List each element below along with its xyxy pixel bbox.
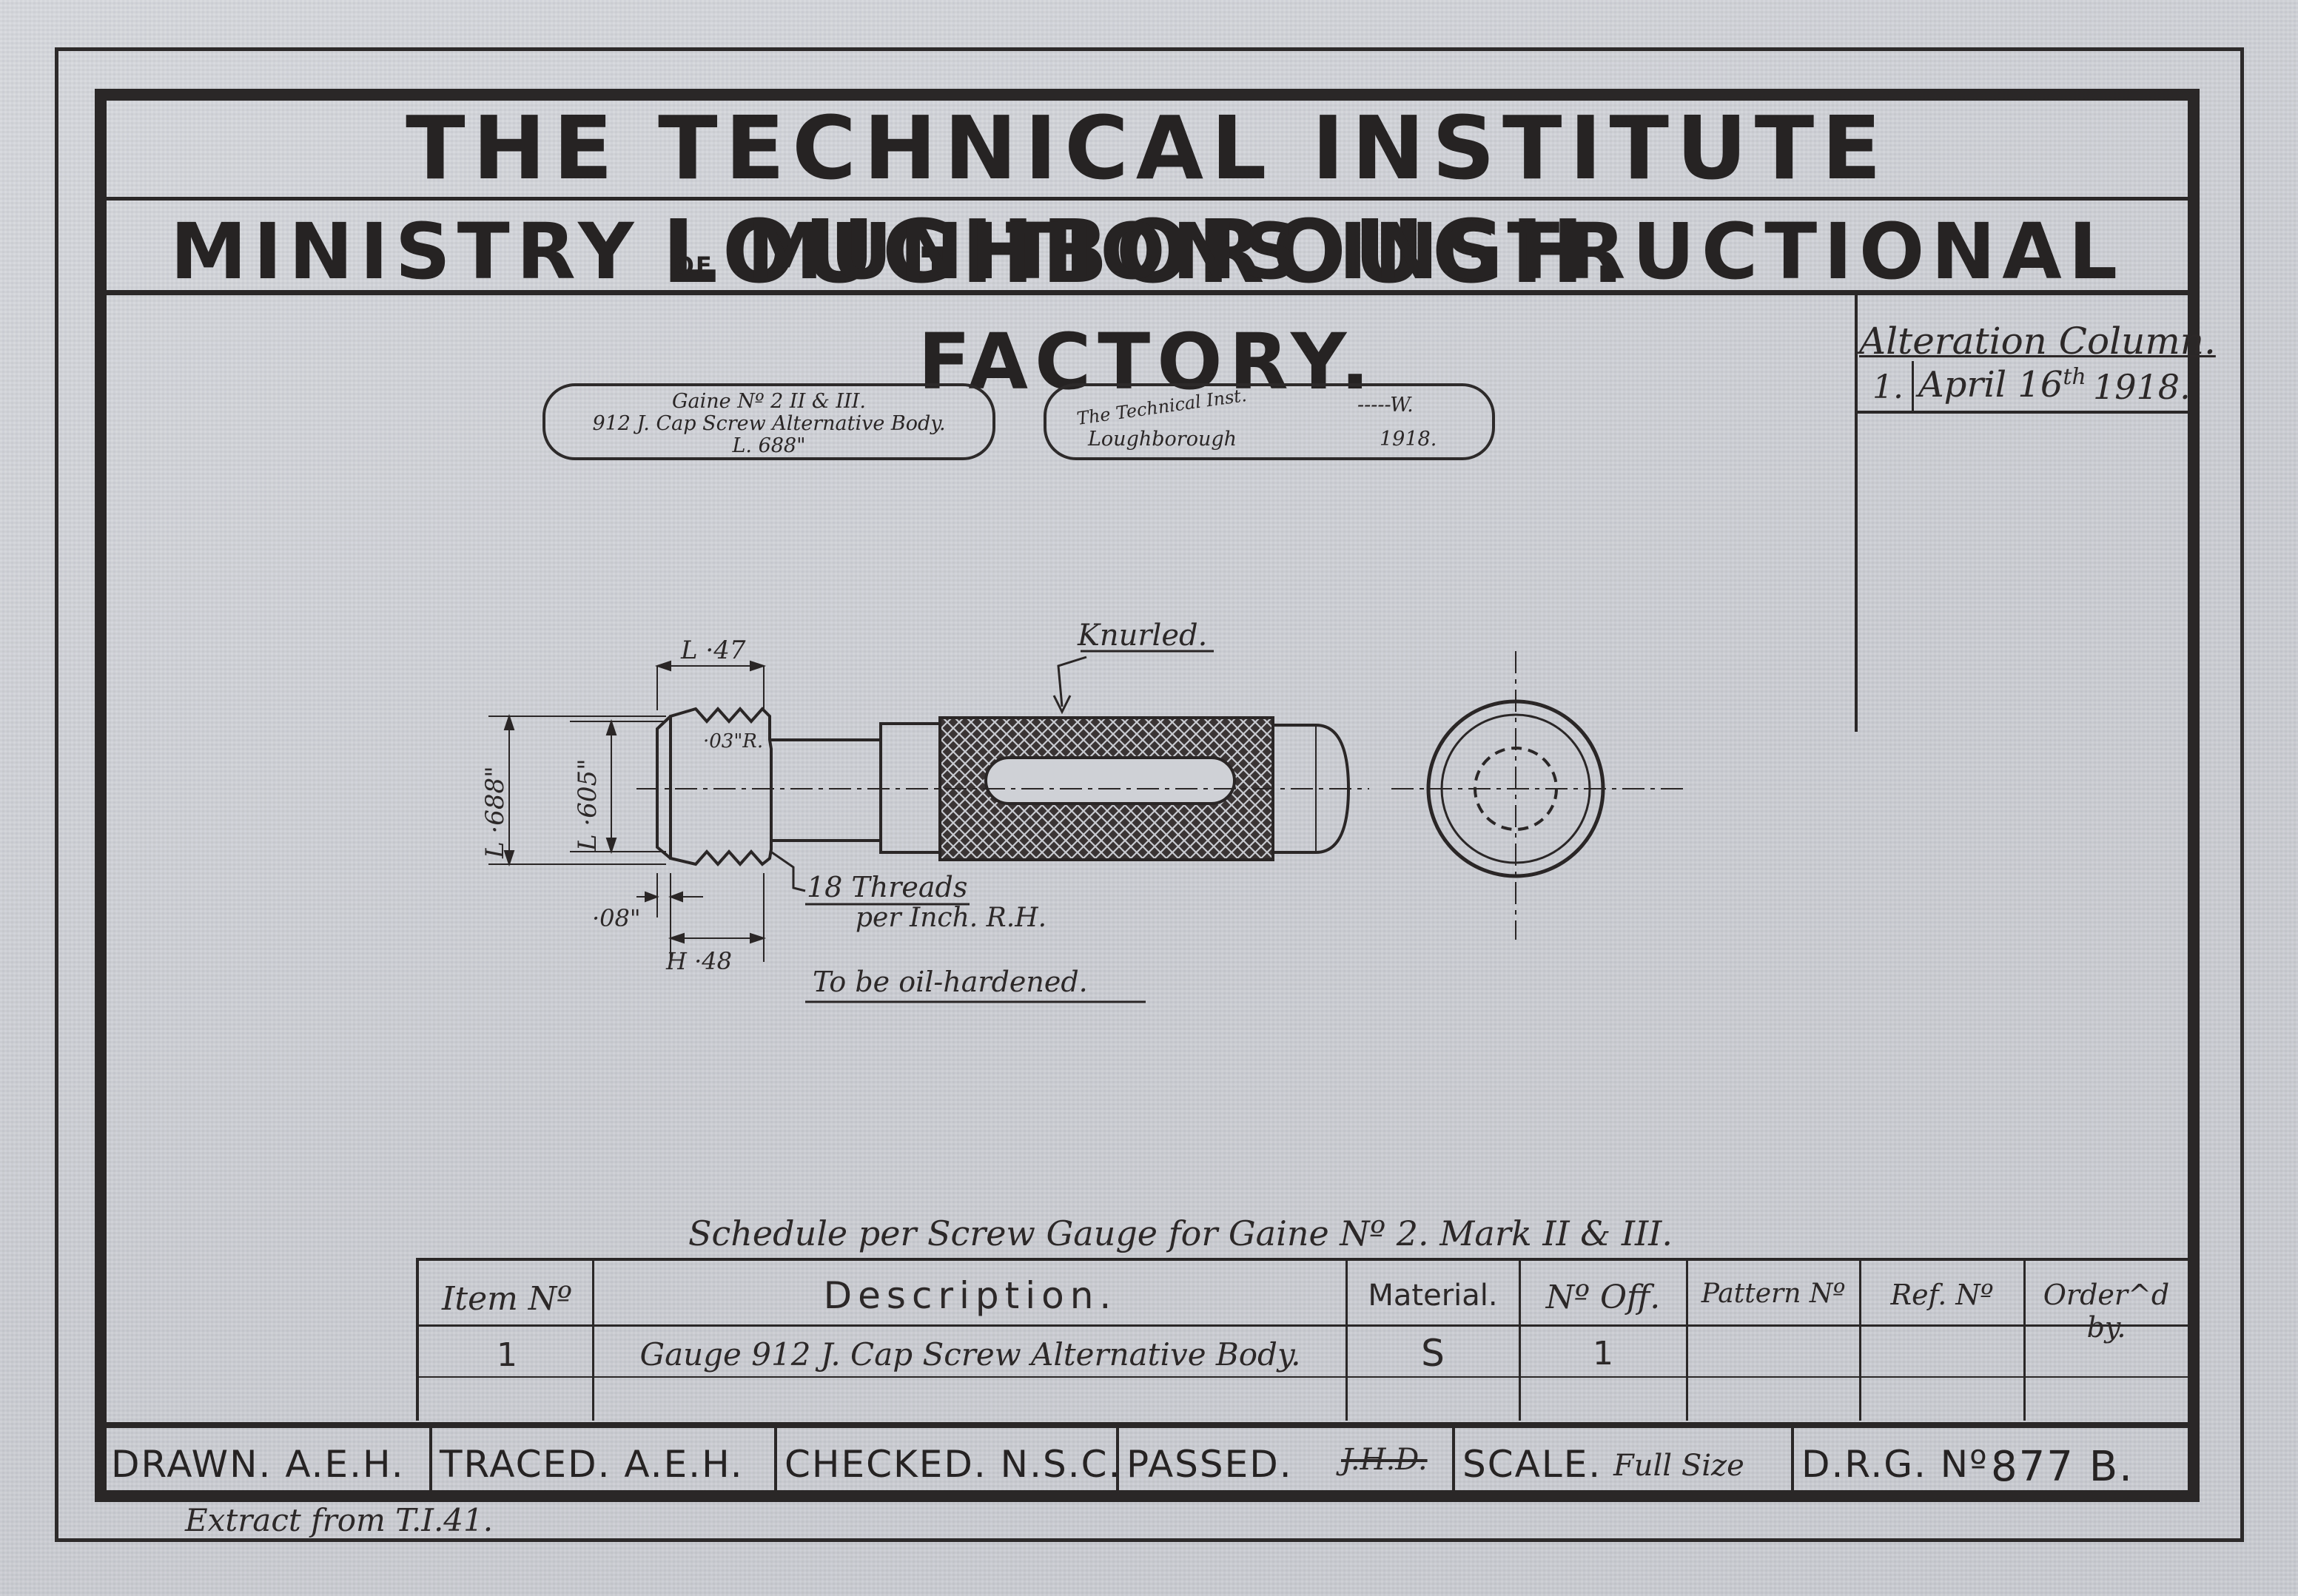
note-oil-hardened: To be oil-hardened. [813,966,1088,998]
schedule-row-off: 1 [1593,1335,1613,1373]
end-view-inner-circle [1440,713,1591,864]
header-divider-1 [107,197,2188,201]
footer-drg-number: 877 B. [1991,1443,2134,1491]
schedule-header-line [416,1324,2188,1327]
schedule-row-line [416,1376,2188,1378]
label-plate-maker-line2-right: 1918. [1380,428,1437,451]
dim-l47: L ·47 [680,636,746,665]
dim-l605: L ·605" [573,758,602,852]
dimension-lines [488,650,1214,1003]
schedule-row-item: 1 [497,1336,517,1374]
schedule-header-pattern: Pattern Nº [1701,1279,1846,1309]
extract-note: Extract from T.I.41. [185,1502,494,1538]
schedule-header-ordered: Order^d by. [2043,1279,2170,1344]
alteration-entry-date-sup: th [2063,364,2086,390]
dim-l688: L ·688" [480,766,510,859]
footer-col-2 [774,1428,777,1490]
schedule-title: Schedule per Screw Gauge for Gaine Nº 2.… [688,1213,1673,1253]
dim-03r: ·03"R. [703,730,763,752]
thread-profile [669,706,773,867]
schedule-top-line [416,1258,2188,1261]
footer-drawn: DRAWN. A.E.H. [111,1443,405,1486]
note-threads-1: 18 Threads [807,871,967,903]
schedule-header-description: Description. [823,1274,1118,1317]
title-munitions: MUNITIONS INSTRUCTIONAL FACTORY. [746,206,2125,407]
label-plate-maker: The Technical Inst. -----W. Loughborough… [1044,383,1495,460]
alteration-entry-year: 1918. [2093,367,2191,407]
end-view-hidden-circle [1474,747,1558,831]
schedule-header-off: Nº Off. [1545,1279,1661,1316]
label-plate-part-line3: L. 688" [732,434,806,457]
schedule-header-ref: Ref. Nº [1890,1279,1994,1311]
dim-08: ·08" [592,904,641,932]
schedule-col-3 [1519,1258,1521,1421]
label-plate-maker-line1-right: -----W. [1357,394,1414,417]
schedule-header-material: Material. [1368,1279,1498,1313]
alteration-entry-index: 1. [1872,368,1904,406]
alteration-entry-date: April 16th [1918,364,2086,405]
schedule-col-6 [2023,1258,2026,1421]
footer-col-3 [1116,1428,1119,1490]
footer-passed: PASSED. [1126,1443,1293,1486]
footer-col-5 [1791,1428,1794,1490]
title-of: OF [673,252,713,280]
footer-drg-label: D.R.G. Nº [1801,1443,1989,1486]
alteration-column-index-divider [1912,361,1914,413]
footer-passed-initials: J.H.D. [1341,1443,1428,1477]
dim-h48: H ·48 [665,947,732,975]
title-ministry: MINISTRY [169,206,641,297]
slot [984,756,1236,805]
note-threads-2: per Inch. R.H. [856,903,1046,933]
label-plate-part-line2: 912 J. Cap Screw Alternative Body. [592,412,946,435]
outer-border [55,47,2244,1542]
end-view-outer-circle [1426,699,1605,878]
inner-border [95,89,2200,1502]
alteration-column-left-line [1855,295,1858,732]
schedule-col-2 [1345,1258,1348,1421]
label-plate-part-line1: Gaine Nº 2 II & III. [671,390,867,413]
footer-top-line [107,1422,2188,1428]
end-view [1426,699,1605,878]
footer-scale-label: SCALE. [1462,1443,1602,1486]
footer-checked: CHECKED. N.S.C. [785,1443,1122,1486]
footer-traced: TRACED. A.E.H. [440,1443,744,1486]
thread-end-chamfer [656,715,672,860]
label-plate-part: Gaine Nº 2 II & III. 912 J. Cap Screw Al… [542,383,995,460]
schedule-row-material: S [1421,1332,1445,1375]
schedule-col-0 [416,1258,419,1421]
schedule-col-5 [1859,1258,1861,1421]
note-knurled: Knurled. [1077,619,1207,653]
footer-col-1 [429,1428,432,1490]
neck [771,733,882,849]
alteration-entry-date-text: April 16 [1918,364,2063,405]
schedule-header-item: Item Nº [442,1280,572,1318]
footer-scale-value: Full Size [1613,1449,1744,1483]
footer-col-4 [1452,1428,1455,1490]
schedule-col-4 [1686,1258,1688,1421]
title-line-1: THE TECHNICAL INSTITUTE LOUGHBOROUGH. [406,97,1889,303]
alteration-column-underline [1855,411,2188,414]
label-plate-maker-line2: Loughborough [1088,428,1237,451]
schedule-col-1 [592,1258,594,1421]
title-line-2: MINISTRY OF MUNITIONS INSTRUCTIONAL FACT… [107,203,2188,410]
header-divider-2 [107,290,2188,295]
schedule-row-description: Gauge 912 J. Cap Screw Alternative Body. [639,1336,1301,1373]
alteration-column-title: Alteration Column. [1859,320,2216,363]
